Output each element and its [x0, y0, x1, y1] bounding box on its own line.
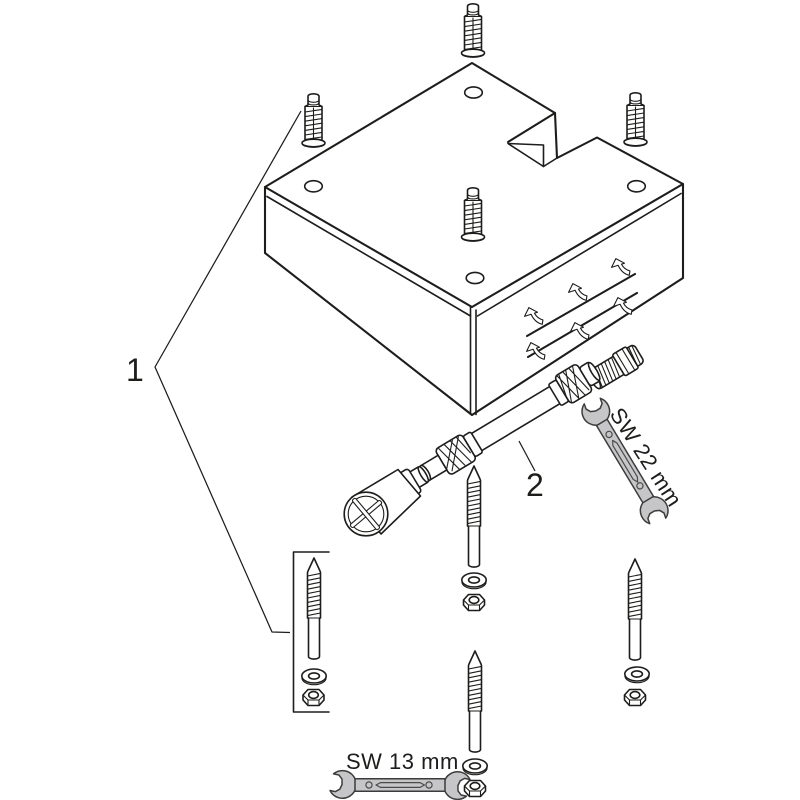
hex-nut-icon	[623, 688, 647, 707]
callout-leaders	[154, 110, 536, 634]
washer-icon	[461, 758, 489, 776]
plate-screw-holes	[303, 86, 647, 285]
hex-nut-icon	[463, 779, 487, 798]
screw-hole	[303, 179, 324, 193]
wrench-13mm: SW 13 mm	[329, 749, 471, 800]
fixing-set-center-upper	[460, 465, 488, 612]
wrench-22mm: SW 22 mm	[574, 392, 687, 531]
wall-plug-icon	[460, 3, 486, 59]
wall-plug-icon	[623, 92, 648, 148]
washer-icon	[300, 668, 328, 686]
wall-plug-icon	[301, 93, 326, 149]
leader-line-2	[518, 440, 536, 472]
screw-hole	[465, 271, 485, 285]
leader-line-1	[154, 110, 302, 634]
bracket	[292, 551, 330, 713]
callout-1: 1	[126, 352, 144, 388]
washer-icon	[460, 572, 488, 590]
wood-screw-icon	[466, 465, 482, 568]
hex-nut-icon	[462, 593, 486, 612]
callout-2: 2	[526, 467, 544, 503]
wood-screw-icon	[467, 650, 483, 753]
wood-screw-icon	[306, 557, 322, 660]
fixing-set-right	[623, 558, 651, 707]
snap-rails	[521, 255, 639, 365]
handle-knob	[343, 465, 430, 537]
screw-hole	[463, 86, 484, 99]
connector-hose	[419, 361, 601, 482]
hex-nut-icon	[302, 688, 325, 707]
wrench-13-label: SW 13 mm	[346, 749, 459, 774]
wood-screw-icon	[627, 558, 643, 661]
screw-hole	[626, 179, 647, 193]
washer-icon	[623, 666, 651, 684]
plate-notch	[506, 111, 558, 168]
rail-upper	[525, 272, 637, 338]
fixing-set-left	[292, 551, 330, 713]
